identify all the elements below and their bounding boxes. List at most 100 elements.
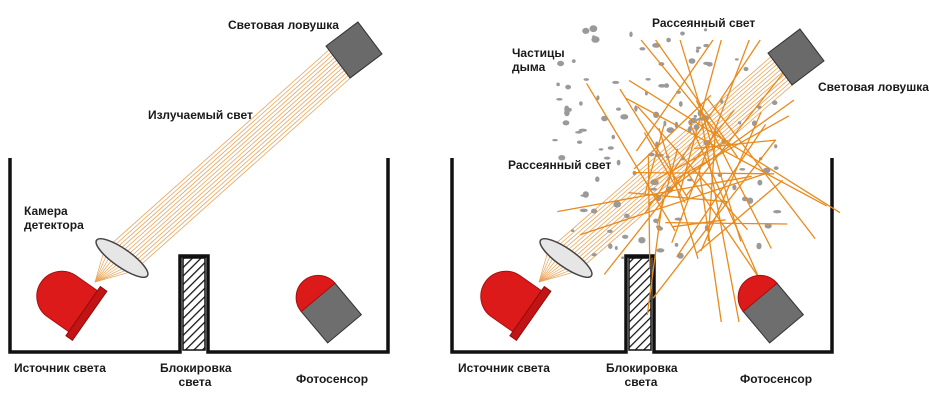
scatter-ray <box>644 124 665 194</box>
smoke-particle <box>678 101 683 107</box>
scatter-ray <box>701 122 740 323</box>
smoke-particle <box>614 246 618 250</box>
smoke-particle <box>575 131 583 134</box>
smoke-particle <box>703 43 710 48</box>
smoke-particle <box>620 114 629 120</box>
beam-ray <box>564 65 786 258</box>
right-scattered-light-left-label: Рассеянный свет <box>508 158 612 172</box>
left-photosensor-label: Фотосенсор <box>296 372 369 386</box>
smoke-particle <box>591 208 598 214</box>
left-panel <box>8 21 390 354</box>
scatter-ray <box>557 175 752 213</box>
right-light-block-label: Блокировка света <box>606 361 678 389</box>
smoke-particle <box>556 98 563 101</box>
smoke-particle <box>666 37 671 43</box>
smoke-particle <box>612 80 620 84</box>
beam-ray <box>114 51 337 250</box>
scatter-ray <box>656 148 679 225</box>
scatter-ray <box>676 123 767 258</box>
smoke-particle <box>739 168 746 171</box>
smoke-particle <box>611 134 616 140</box>
scatter-ray <box>688 120 766 293</box>
smoke-particle <box>552 138 558 142</box>
smoke-particle <box>621 256 625 260</box>
beam-ray <box>118 56 342 255</box>
smoke-particle <box>608 243 613 249</box>
scatter-ray <box>619 88 689 199</box>
smoke-particle <box>595 176 600 182</box>
beam-ray <box>129 68 352 267</box>
smoke-particle <box>763 167 771 174</box>
smoke-particle <box>589 25 598 33</box>
smoke-particle <box>663 83 670 88</box>
scatter-ray <box>635 39 714 152</box>
smoke-particle <box>687 126 692 133</box>
scatter-ray <box>625 97 827 207</box>
smoke-particle <box>634 105 638 112</box>
scatter-ray <box>698 165 722 323</box>
light-block-line1: Блокировка <box>160 361 232 375</box>
smoke-particle <box>591 253 597 257</box>
scatter-ray <box>658 128 699 259</box>
smoke-particle <box>720 99 724 104</box>
left-light-block-label: Блокировка света <box>160 361 232 389</box>
smoke-particle <box>583 78 590 81</box>
beam-ray <box>116 53 339 253</box>
scatter-ray <box>706 97 816 239</box>
smoke-particle <box>582 27 590 34</box>
detector-chamber-line2: детектора <box>24 218 84 232</box>
left-light-trap <box>325 21 383 79</box>
scatter-ray <box>586 83 676 232</box>
beam-ray <box>560 60 782 253</box>
smoke-particle <box>638 237 646 244</box>
smoke-particle <box>596 95 600 101</box>
smoke-particle <box>576 140 583 144</box>
right-panel <box>450 25 841 354</box>
smoke-particle <box>639 47 646 51</box>
scatter-ray <box>646 198 664 315</box>
right-photosensor-label: Фотосенсор <box>740 372 813 386</box>
smoke-particle <box>616 159 621 166</box>
light-block-line2: света <box>178 375 212 389</box>
scatter-ray <box>696 179 784 254</box>
smoke-particle <box>579 101 583 106</box>
smoke-particle <box>592 35 596 38</box>
right-light-block <box>628 257 652 351</box>
smoke-particle <box>732 184 737 191</box>
beam-ray <box>120 58 344 258</box>
beam-ray <box>554 53 775 246</box>
beam-ray <box>562 63 784 255</box>
right-chamber-outline <box>450 158 834 354</box>
smoke-particle <box>674 242 679 247</box>
right-light-trap-label: Световая ловушка <box>818 80 929 94</box>
smoke-particle <box>757 179 763 186</box>
right-light-trap <box>767 28 825 86</box>
smoke-particle <box>756 242 762 250</box>
smoke-particle <box>772 100 778 105</box>
smoke-particle <box>696 117 705 121</box>
left-light-trap-label: Световая ловушка <box>228 18 339 32</box>
smoke-particle <box>695 46 702 50</box>
left-chamber-outline <box>8 158 390 354</box>
smoke-particle <box>650 179 659 186</box>
smoke-particle <box>703 61 710 65</box>
smoke-particle <box>578 128 587 132</box>
smoke-particle <box>557 60 565 67</box>
right-light-source <box>480 270 552 342</box>
right-photosensor <box>737 274 805 344</box>
smoke-particle <box>656 248 665 253</box>
smoke-particle <box>624 213 630 219</box>
smoke-particle <box>734 58 739 61</box>
beam-ray <box>133 72 356 272</box>
scatter-ray <box>633 94 712 170</box>
beam-ray <box>127 65 350 265</box>
light-block-line1: Блокировка <box>606 361 678 375</box>
smoke-particle <box>629 31 633 38</box>
scattered-light-rays <box>557 39 841 323</box>
smoke-particle <box>773 210 782 214</box>
scatter-ray <box>674 115 790 180</box>
left-light-source-label: Источник света <box>14 361 106 375</box>
detector-chamber-line1: Камера <box>24 204 68 218</box>
smoke-particle <box>603 156 611 160</box>
smoke-particle <box>695 49 700 53</box>
